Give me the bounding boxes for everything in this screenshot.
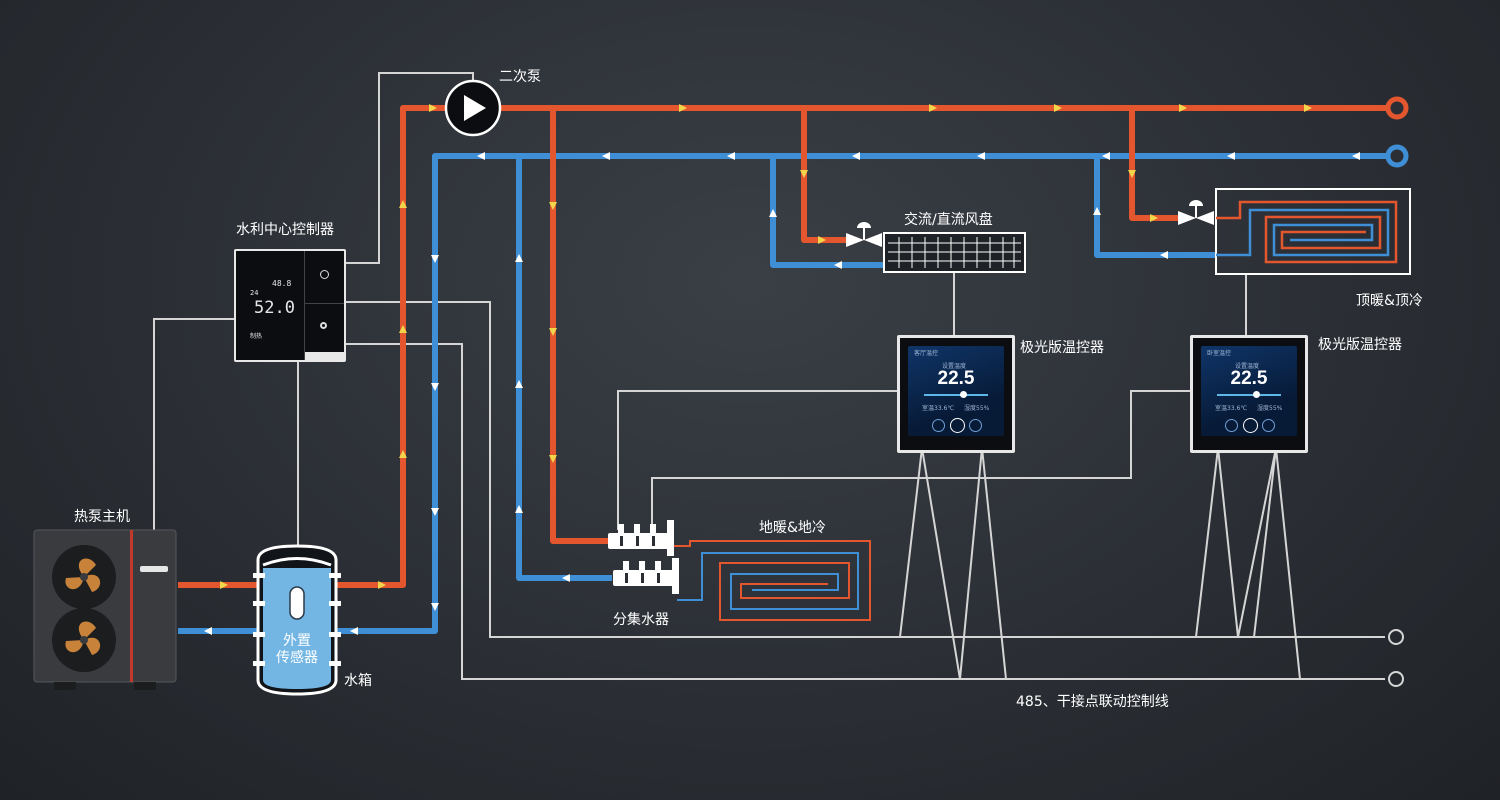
heat-pump-label: 热泵主机: [74, 509, 130, 525]
sensor-label-line2: 传感器: [276, 650, 318, 666]
play-icon: [464, 95, 486, 121]
port-circle-icon: [1385, 96, 1409, 120]
wire-thermo1-zig: [899, 447, 1007, 680]
thermostat-screen: 客厅温控 设置温度 22.5 室温33.6℃ 湿度55%: [908, 346, 1004, 436]
power-icon[interactable]: [320, 270, 329, 279]
floor-label: 地暖&地冷: [759, 520, 826, 536]
wire-thermo2-manifold: [651, 390, 1190, 530]
valve-icon: [846, 222, 882, 247]
flow-arrows: [220, 104, 1312, 589]
thermostat-temp: 22.5: [1230, 368, 1268, 389]
controller-mode-text: 制热: [250, 333, 263, 340]
thermostat-right-label: 极光版温控器: [1318, 337, 1402, 353]
cold-main-return: [336, 153, 1396, 634]
thermostat-header: 客厅温控: [914, 350, 939, 357]
ceiling-panel: [1215, 188, 1411, 275]
power-icon[interactable]: [1243, 418, 1258, 433]
thermostat-stat2: 湿度55%: [1257, 405, 1283, 412]
hot-manifold-supply: [550, 108, 608, 544]
thermostat-left-label: 极光版温控器: [1020, 340, 1104, 356]
wire-controller-heatpump: [153, 318, 236, 532]
fan-icon[interactable]: [320, 322, 327, 329]
thermostat-header: 卧室温控: [1207, 350, 1232, 357]
hot-ceiling-supply: [1129, 108, 1178, 221]
thermostat-stat1: 室温33.6℃: [922, 405, 955, 412]
manifold-label: 分集水器: [613, 612, 669, 628]
thermostat-left[interactable]: 客厅温控 设置温度 22.5 室温33.6℃ 湿度55%: [897, 335, 1015, 453]
wire-thermo2-zig: [1195, 447, 1301, 680]
controller-top-value: 48.8: [272, 279, 292, 288]
cold-ceiling-return: [1094, 156, 1216, 258]
thermostat-right[interactable]: 卧室温控 设置温度 22.5 室温33.6℃ 湿度55%: [1190, 335, 1308, 453]
secondary-pump-label: 二次泵: [499, 69, 541, 85]
port-circle-icon: [1388, 629, 1404, 645]
thermostat-stat1: 室温33.6℃: [1215, 405, 1248, 412]
hot-tank-to-pump: [336, 105, 446, 588]
mode-button[interactable]: [932, 419, 945, 432]
floor-heating: [672, 540, 871, 621]
cold-pipes: [178, 153, 1396, 634]
thermostat-temp: 22.5: [937, 368, 975, 389]
wire-controller-pump: [346, 72, 474, 264]
water-tank: [253, 544, 341, 696]
fan-coil-unit: [883, 232, 1026, 273]
secondary-pump: [444, 79, 502, 137]
heat-pump-unit: [33, 529, 177, 690]
fan-icon[interactable]: [969, 419, 982, 432]
sensor-label-line1: 外置: [283, 633, 311, 649]
wire-thermo1-manifold: [617, 390, 897, 530]
fan-coil-label: 交流/直流风盘: [904, 212, 993, 228]
hot-fancoil-supply: [801, 108, 846, 243]
power-icon[interactable]: [950, 418, 965, 433]
central-controller-label: 水利中心控制器: [236, 222, 334, 238]
thermostat-screen: 卧室温控 设置温度 22.5 室温33.6℃ 湿度55%: [1201, 346, 1297, 436]
control-line-label: 485、干接点联动控制线: [1016, 694, 1169, 710]
thermostat-stat2: 湿度55%: [964, 405, 990, 412]
mode-button[interactable]: [1225, 419, 1238, 432]
thermostat-title: 设置温度: [942, 363, 967, 370]
fan-icon[interactable]: [1262, 419, 1275, 432]
return-arrows: [204, 152, 1360, 635]
manifold: [608, 520, 679, 594]
cold-fancoil-return: [770, 156, 884, 268]
controller-main-value: 52.0: [254, 298, 295, 318]
controller-small-value: 24: [250, 289, 259, 297]
hot-pipes: [178, 105, 1392, 588]
thermostat-title: 设置温度: [1235, 363, 1260, 370]
ceiling-label: 顶暖&顶冷: [1356, 293, 1423, 309]
wire-controller-bus1: [346, 301, 1385, 638]
port-circle-icon: [1385, 144, 1409, 168]
tank-label: 水箱: [344, 673, 372, 689]
cold-manifold-return: [516, 156, 612, 581]
valve-icon: [1178, 200, 1214, 225]
central-controller[interactable]: 48.8 24 52.0 制热: [234, 249, 346, 362]
port-circle-icon: [1388, 671, 1404, 687]
